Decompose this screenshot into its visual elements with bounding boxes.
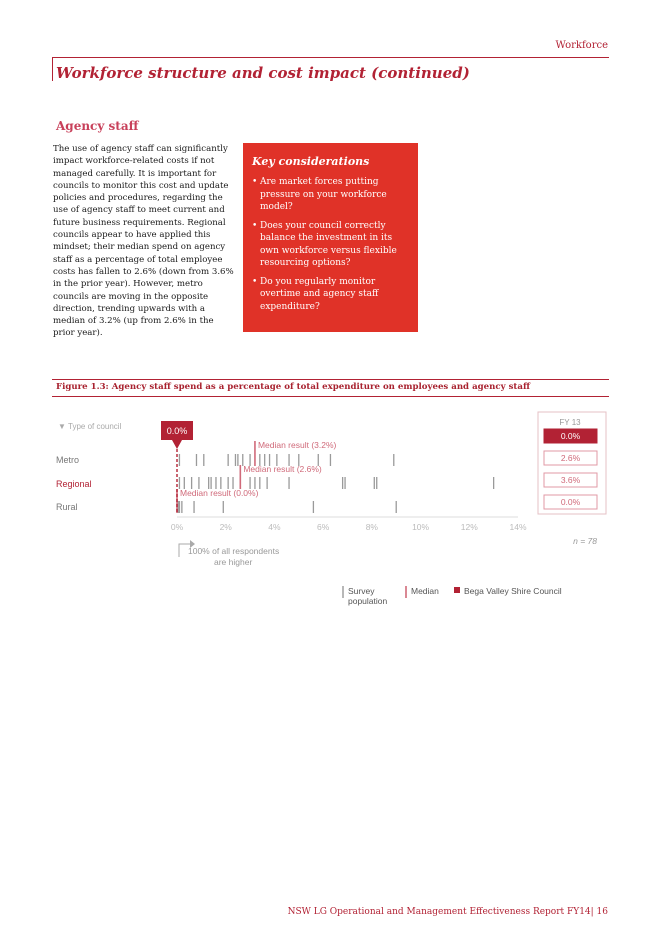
body-paragraph: The use of agency staff can significantl…: [53, 144, 234, 339]
highlight-value-label: 0.0%: [167, 426, 188, 436]
x-tick-label: 12%: [461, 522, 478, 532]
row-label-regional: Regional: [56, 479, 92, 489]
chart-legend: Survey population Median Bega Valley Shi…: [342, 586, 562, 606]
legend-survey-label-2: population: [348, 596, 388, 606]
key-considerations-title: Key considerations: [252, 155, 370, 168]
section-heading: Agency staff: [56, 119, 139, 133]
median-result-label: Median result (3.2%): [258, 440, 337, 450]
figure-caption: Figure 1.3: Agency staff spend as a perc…: [56, 382, 531, 392]
fy-value-box: [543, 428, 598, 444]
row-label-rural: Rural: [56, 502, 78, 512]
section-label: Workforce: [555, 40, 608, 51]
median-result-label: Median result (0.0%): [180, 488, 259, 498]
x-tick-label: 6%: [317, 522, 330, 532]
sample-size-label: n = 78: [573, 536, 597, 546]
x-tick-label: 10%: [412, 522, 429, 532]
highlight-flag: [161, 421, 193, 449]
key-consideration-item: Are market forces putting pressure on yo…: [252, 176, 412, 214]
note-line-2: are higher: [214, 557, 252, 567]
arrow-head: [190, 540, 195, 548]
fy-value-label: 3.6%: [561, 475, 581, 485]
fy-value-box: [543, 494, 598, 510]
figure-rule-top: [52, 379, 609, 380]
title-rule-vertical: [52, 57, 53, 81]
note-line-1: 100% of all respondents: [188, 546, 279, 556]
x-tick-label: 2%: [220, 522, 233, 532]
fy-value-box: [543, 450, 598, 466]
type-of-council-filter[interactable]: ▼ Type of council: [58, 422, 122, 431]
legend-median-label: Median: [411, 586, 439, 596]
legend-council-label: Bega Valley Shire Council: [464, 586, 562, 596]
page-title: Workforce structure and cost impact (con…: [56, 64, 470, 82]
x-tick-label: 4%: [268, 522, 281, 532]
fy-value-box: [543, 472, 598, 488]
figure-rule-bottom: [52, 396, 609, 397]
legend-council-swatch: [454, 587, 460, 593]
row-label-metro: Metro: [56, 455, 79, 465]
x-tick-label: 8%: [366, 522, 379, 532]
arrow-icon: [178, 543, 190, 557]
legend-survey-label-1: Survey: [348, 586, 375, 596]
fy-value-label: 0.0%: [561, 497, 581, 507]
x-tick-label: 14%: [509, 522, 526, 532]
x-tick-label: 0%: [171, 522, 184, 532]
key-consideration-item: Does your council correctly balance the …: [252, 220, 412, 270]
key-consideration-item: Do you regularly monitor overtime and ag…: [252, 276, 412, 314]
fy-value-label: 0.0%: [561, 431, 581, 441]
median-result-label: Median result (2.6%): [243, 464, 322, 474]
title-rule: [52, 57, 609, 58]
page-footer: NSW LG Operational and Management Effect…: [287, 907, 608, 917]
highlight-marker: 0.0%: [161, 421, 193, 449]
key-considerations-box: Key considerations Are market forces put…: [243, 143, 418, 332]
key-considerations-list: Are market forces putting pressure on yo…: [252, 176, 412, 319]
fy-value-label: 2.6%: [561, 453, 581, 463]
fy-header: FY 13: [559, 418, 581, 427]
